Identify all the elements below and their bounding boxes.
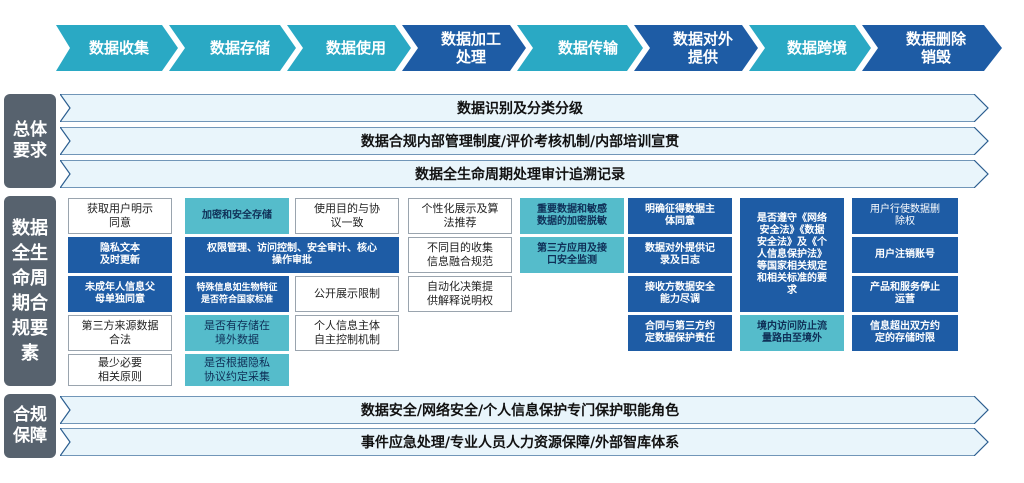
- requirement-text: 数据全生命周期处理审计追溯记录: [415, 167, 625, 183]
- element-storage: 是否有存储在 境外数据: [185, 315, 289, 351]
- guarantee-text: 事件应急处理/专业人员人力资源保障/外部智库体系: [360, 435, 680, 451]
- stage-label: 数据传输: [557, 39, 618, 57]
- stage-label: 数据使用: [325, 39, 386, 57]
- requirement-text: 数据合规内部管理制度/评价考核机制/内部培训宣贯: [360, 134, 680, 150]
- stage-chevron-4: [402, 25, 526, 71]
- stage-chevron-5: [517, 25, 643, 71]
- requirement-text: 数据识别及分类分级: [457, 101, 583, 117]
- element-deletion: 用户注销账号: [852, 237, 958, 273]
- section-label-lifecycle: 数据 全生 命周 期合 规要 素: [4, 196, 56, 386]
- guarantee-arrow: [60, 428, 989, 456]
- element-storage: 是否根据隐私 协议约定采集: [185, 354, 289, 386]
- stage-chevron-1: [56, 25, 178, 71]
- element-cross-border: 境内访问防止流 量路由至境外: [740, 315, 844, 351]
- element-collection: 第三方来源数据 合法: [68, 315, 172, 351]
- element-deletion: 产品和服务停止 运营: [852, 276, 958, 312]
- element-transmission: 第三方应用及接 口安全监测: [520, 237, 624, 273]
- element-cross-border: 是否遵守《网络 安全法》《数据 安全法》及《个 人信息保护法》 等国家相关规定 …: [740, 198, 844, 312]
- lifecycle-stage-bar: [56, 25, 1002, 71]
- element-deletion: 用户行使数据删 除权: [852, 198, 958, 234]
- guarantee-arrow: [60, 396, 989, 424]
- element-storage: 权限管理、访问控制、安全审计、核心 操作审批: [185, 237, 399, 273]
- element-collection: 未成年人信息父 母单独同意: [68, 276, 172, 312]
- stage-label: 数据收集: [88, 39, 149, 57]
- element-use: 个人信息主体 自主控制机制: [295, 315, 399, 351]
- element-processing: 自动化决策提 供解释说明权: [408, 276, 512, 312]
- element-storage: 加密和安全存储: [185, 198, 289, 234]
- element-collection: 获取用户明示 同意: [68, 198, 172, 234]
- stage-chevron-8: [862, 25, 1002, 71]
- stage-chevron-6: [634, 25, 758, 71]
- element-collection: 最少必要 相关原则: [68, 354, 172, 386]
- requirement-arrow: [60, 160, 989, 188]
- stage-chevron-2: [169, 25, 296, 71]
- element-processing: 个性化展示及算 法推荐: [408, 198, 512, 234]
- stage-label: 数据存储: [209, 39, 270, 57]
- section-label-compliance: 合规 保障: [4, 394, 56, 458]
- element-storage: 特殊信息如生物特征 是否符合国家标准: [185, 276, 289, 312]
- section-label-text: 数据 全生 命周 期合 规要 素: [12, 218, 48, 364]
- element-use: 公开展示限制: [295, 276, 399, 312]
- element-transmission: 重要数据和敏感 数据的加密脱敏: [520, 198, 624, 234]
- element-provision: 数据对外提供记 录及日志: [628, 237, 732, 273]
- stage-label: 数据对外 提供: [672, 30, 733, 66]
- requirement-arrow: [60, 127, 989, 155]
- section-label-text: 总体 要求: [13, 120, 47, 161]
- stage-chevron-3: [287, 25, 411, 71]
- element-processing: 不同目的收集 信息融合规范: [408, 237, 512, 273]
- stage-chevron-7: [749, 25, 871, 71]
- guarantee-text: 数据安全/网络安全/个人信息保护专门保护职能角色: [360, 403, 680, 419]
- element-deletion: 信息超出双方约 定的存储时限: [852, 315, 958, 351]
- section-label-overall: 总体 要求: [4, 94, 56, 188]
- element-provision: 明确征得数据主 体同意: [628, 198, 732, 234]
- stage-label: 数据跨境: [786, 39, 847, 57]
- element-provision: 接收方数据安全 能力尽调: [628, 276, 732, 312]
- requirement-arrow: [60, 94, 989, 122]
- stage-label: 数据加工 处理: [440, 30, 501, 66]
- element-use: 使用目的与协 议一致: [295, 198, 399, 234]
- element-provision: 合同与第三方约 定数据保护责任: [628, 315, 732, 351]
- element-collection: 隐私文本 及时更新: [68, 237, 172, 273]
- section-label-text: 合规 保障: [13, 405, 47, 446]
- stage-label: 数据删除 销毁: [905, 30, 966, 66]
